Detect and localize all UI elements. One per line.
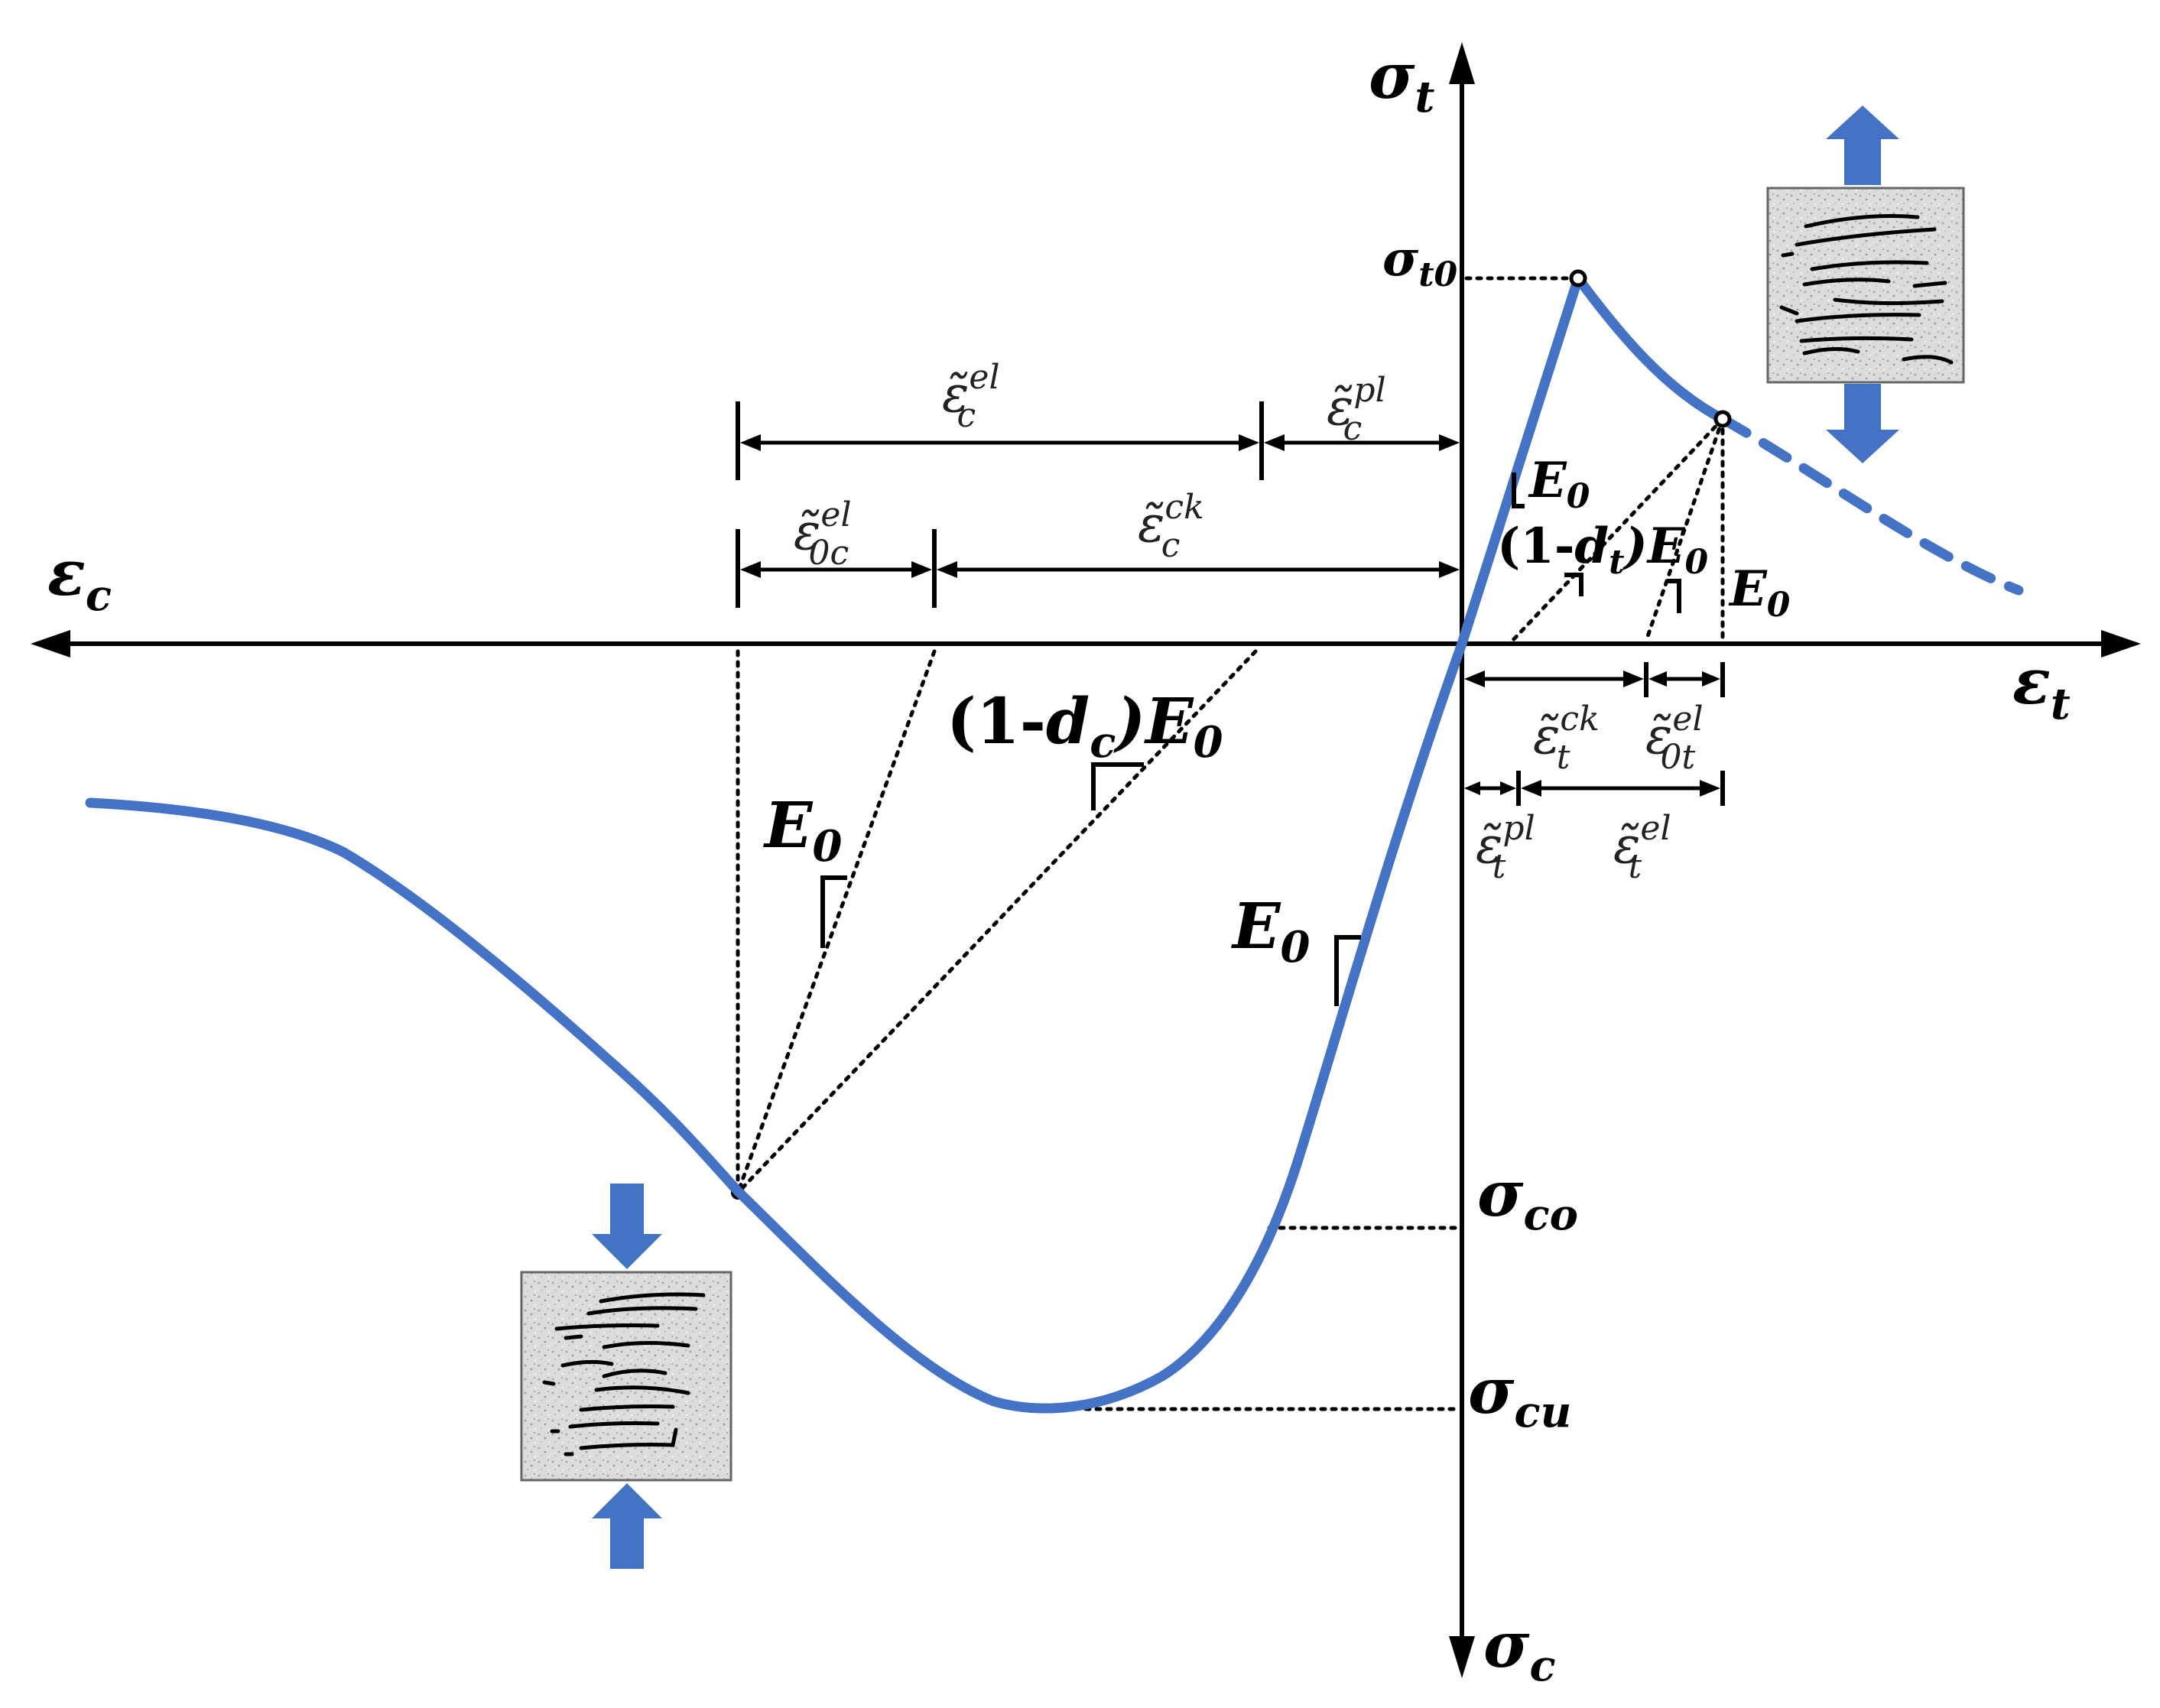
label-sigma-cu: σcu: [1468, 1355, 1571, 1437]
compression-curve: [85, 638, 1467, 1414]
slope-markers: [820, 472, 1681, 1006]
arrowhead-icon: [1700, 780, 1720, 797]
tension-arrow-icon: [1826, 106, 1899, 185]
tension-cracks: [1779, 214, 1954, 365]
axis-label-eps-t: εt: [2012, 645, 2071, 729]
tension-unloading-lines: [1510, 417, 1725, 643]
tension-ascending-line: [1457, 273, 1583, 649]
label-damaged-modulus-tension: (1-dt)E0: [1497, 518, 1709, 582]
arrowhead-icon: [1521, 780, 1541, 797]
stress-strain-curve: [85, 269, 2024, 1414]
label-e0-tension-unload: E0: [1728, 560, 1791, 625]
label-e0-loading: E0: [1231, 890, 1311, 973]
slope-marker-compression-e0: [820, 875, 847, 948]
arrowhead-icon: [1623, 671, 1644, 687]
label-sigma-co: σco: [1477, 1158, 1578, 1240]
sigma-t-arrowhead-icon: [1449, 42, 1475, 84]
label-e0-compression: E0: [763, 789, 843, 872]
sigma-c-arrowhead-icon: [1449, 1636, 1475, 1678]
tension-unload-point: [1713, 410, 1732, 428]
label-e0-tension: E0: [1528, 452, 1590, 516]
compression-arrow-icon: [592, 1483, 662, 1569]
compression-cracks: [542, 1292, 706, 1456]
axes: [31, 42, 2141, 1678]
arrowhead-icon: [1264, 434, 1285, 451]
label-damaged-modulus-compression: (1-dc)E0: [947, 685, 1223, 768]
arrowhead-icon: [1439, 561, 1460, 578]
tension-e0-unload-line: [1644, 417, 1725, 643]
arrowhead-icon: [1702, 671, 1720, 687]
tension-arrow-icon: [1826, 384, 1899, 463]
modulus-labels: E0 (1-dc)E0 E0 E0 (1-dt)E0 E0: [763, 452, 1791, 973]
compression-damaged-unload-line: [736, 649, 1258, 1195]
slope-marker-tension-damaged: [1564, 573, 1583, 596]
stress-level-markers: σt0 σco σcu: [1083, 230, 1580, 1437]
peak-tension-point: [1569, 269, 1587, 287]
arrowhead-icon: [1439, 434, 1460, 451]
arrowhead-icon: [911, 561, 932, 578]
arrowhead-icon: [1500, 781, 1516, 795]
slope-marker-loading-e0: [1334, 935, 1361, 1006]
eps-t-arrowhead-icon: [2101, 630, 2141, 658]
arrowhead-icon: [1648, 671, 1667, 687]
slope-marker-tension-e0: [1512, 472, 1525, 508]
compression-arrow-icon: [592, 1184, 662, 1269]
axis-label-eps-c: εc: [47, 537, 112, 621]
eps-c-arrowhead-icon: [31, 630, 70, 658]
compression-e0-unload-line: [736, 649, 937, 1195]
arrowhead-icon: [1464, 781, 1480, 795]
tension-softening-curve: [1573, 273, 1728, 424]
slope-marker-compression-damaged: [1091, 762, 1144, 810]
tension-softening-dashed: [1717, 414, 2024, 596]
axis-label-sigma-c: σc: [1483, 1609, 1556, 1691]
label-sigma-t0: σt0: [1382, 230, 1458, 294]
axis-label-sigma-t: σt: [1369, 40, 1434, 122]
tension-specimen: [1766, 106, 1965, 463]
arrowhead-icon: [1239, 434, 1259, 451]
arrowhead-icon: [740, 561, 761, 578]
compression-specimen: [520, 1184, 732, 1569]
arrowhead-icon: [1464, 671, 1485, 687]
arrowhead-icon: [740, 434, 761, 451]
tension-damaged-unload-line: [1510, 417, 1725, 643]
arrowhead-icon: [937, 561, 957, 578]
cracked-specimen-icon: [520, 1271, 732, 1482]
slope-marker-tension-unload-e0: [1667, 579, 1681, 613]
